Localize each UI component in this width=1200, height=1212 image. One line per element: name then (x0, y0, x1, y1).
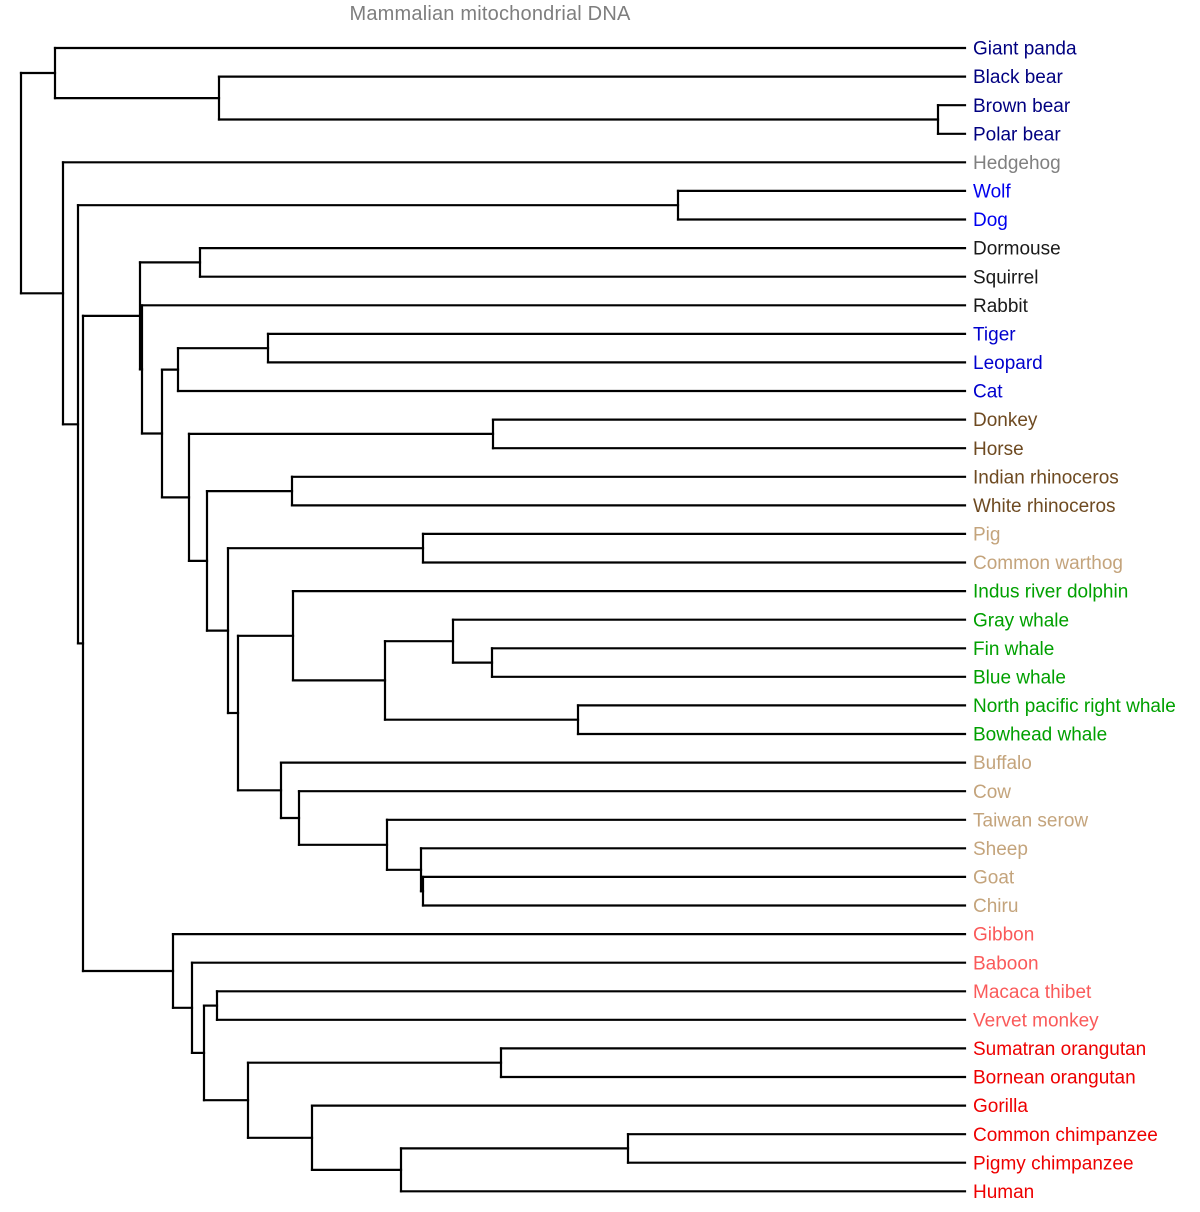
leaf-label: Buffalo (973, 753, 1032, 774)
leaf-label: Chiru (973, 896, 1018, 917)
leaf-label: Hedgehog (973, 153, 1061, 174)
leaf-label: Cat (973, 382, 1003, 403)
leaf-label: Pig (973, 524, 1000, 545)
leaf-label: Giant panda (973, 39, 1077, 60)
leaf-label: Pigmy chimpanzee (973, 1153, 1134, 1174)
leaf-label: Blue whale (973, 667, 1066, 688)
leaf-label: Gray whale (973, 610, 1069, 631)
leaf-label: Sumatran orangutan (973, 1039, 1146, 1060)
page-title: Mammalian mitochondrial DNA (349, 3, 631, 25)
leaf-label: Taiwan serow (973, 810, 1088, 831)
leaf-label: Goat (973, 867, 1015, 888)
leaf-label: Dormouse (973, 239, 1061, 260)
leaf-label: Macaca thibet (973, 982, 1092, 1003)
leaf-label: Rabbit (973, 296, 1029, 317)
leaf-label: White rhinoceros (973, 496, 1116, 517)
leaf-label: Vervet monkey (973, 1010, 1099, 1031)
leaf-label: North pacific right whale (973, 696, 1176, 717)
leaf-label: Leopard (973, 353, 1043, 374)
leaf-label: Horse (973, 439, 1024, 460)
leaf-label: Indian rhinoceros (973, 467, 1119, 488)
leaf-label: Gorilla (973, 1096, 1028, 1117)
leaf-label: Polar bear (973, 124, 1061, 145)
leaf-label: Black bear (973, 67, 1063, 88)
leaf-label: Indus river dolphin (973, 582, 1128, 603)
leaf-label: Dog (973, 210, 1008, 231)
leaf-label: Bornean orangutan (973, 1068, 1136, 1089)
leaf-label: Human (973, 1182, 1034, 1203)
leaf-label: Baboon (973, 953, 1039, 974)
leaf-label: Common chimpanzee (973, 1125, 1158, 1146)
leaf-label: Common warthog (973, 553, 1123, 574)
leaf-label: Wolf (973, 181, 1011, 202)
leaf-label: Bowhead whale (973, 725, 1107, 746)
leaf-label: Gibbon (973, 925, 1034, 946)
leaf-label: Fin whale (973, 639, 1054, 660)
leaf-label: Brown bear (973, 96, 1071, 117)
leaf-label: Cow (973, 782, 1011, 803)
leaf-label: Donkey (973, 410, 1038, 431)
leaf-label: Squirrel (973, 267, 1038, 288)
leaf-label: Tiger (973, 324, 1016, 345)
leaf-label: Sheep (973, 839, 1028, 860)
